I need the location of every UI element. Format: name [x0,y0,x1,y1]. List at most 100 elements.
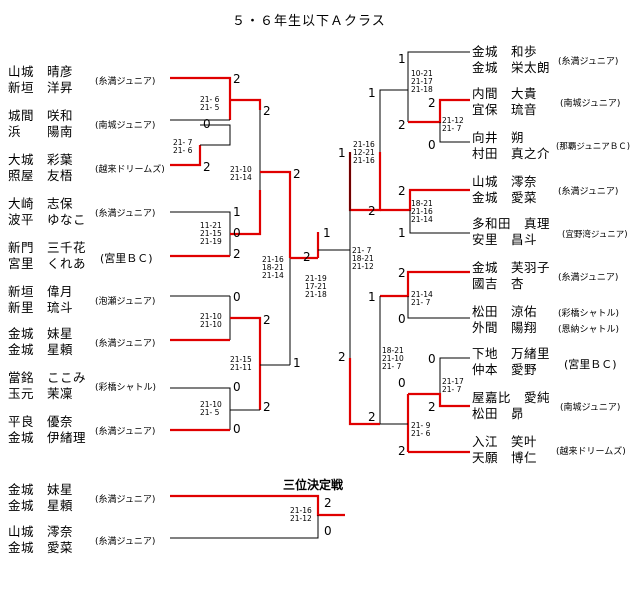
club-name: (宮里ＢＣ) [100,252,153,265]
match-score: 21- 7 18-21 21-12 [352,246,374,271]
match-result: 0 [233,290,241,304]
match-score: 21- 9 21- 6 [411,421,431,438]
player-name: 向井 朔 [472,130,525,145]
player-name: 國吉 杏 [472,276,525,291]
club-name: (南城ジュニア) [560,403,621,413]
match-result: 2 [263,400,271,414]
match-result: 2 [368,204,376,218]
match-result: 2 [368,410,376,424]
bracket-line [348,358,380,426]
match-result: 2 [233,72,241,86]
player-name: 玉元 茉凜 [8,386,74,401]
player-name: 金城 栄太朗 [472,60,551,75]
player-name: 安里 昌斗 [472,232,538,247]
match-result: 1 [368,86,376,100]
player-name: 多和田 真理 [472,216,551,231]
match-score: 21- 6 21- 5 [200,95,220,112]
player-name: 金城 妹星 [8,482,74,497]
club-name: (糸満ジュニア) [95,537,156,547]
player-name: 外間 陽翔 [472,320,538,335]
match-result: 2 [263,313,271,327]
match-result: 2 [303,250,311,264]
match-score: 11-21 21-15 21-19 [200,221,222,246]
club-name: (糸満ジュニア) [95,495,156,505]
player-name: 城間 咲和 [8,108,74,123]
bracket-line [230,190,262,236]
match-result: 2 [338,350,346,364]
player-name: 山城 澪奈 [8,524,74,539]
player-name: 下地 万緒里 [472,346,551,361]
bracket-line [408,98,470,124]
player-name: 天願 博仁 [472,450,538,465]
player-name: 山城 晴彦 [8,64,74,79]
player-name: 金城 伊緒理 [8,430,87,445]
third-place-label: 三位決定戦 [283,478,344,492]
match-result: 0 [398,312,406,326]
match-result: 0 [233,380,241,394]
match-result: 1 [368,290,376,304]
match-score: 21-10 21-14 [230,165,252,182]
player-name: 金城 和歩 [472,44,538,59]
bracket-line [170,145,202,167]
match-result: 2 [398,184,406,198]
third-place-line [170,494,345,517]
match-result: 2 [263,104,271,118]
match-result: 2 [324,496,332,510]
match-score: 21-16 21-12 [290,506,312,523]
match-result: 1 [323,226,331,240]
club-name: (糸満ジュニア) [95,339,156,349]
club-name: (糸満ジュニア) [95,209,156,219]
player-name: 金城 愛菜 [8,540,74,555]
player-name: 内間 大貴 [472,86,538,101]
bracket-line [409,210,470,234]
player-name: 大崎 志保 [8,196,74,211]
club-name: (糸満ジュニア) [95,427,156,437]
match-score: 10-21 21-17 21-18 [411,69,433,94]
match-result: 0 [233,226,241,240]
match-result: 0 [203,117,211,131]
match-score: 21-10 21-10 [200,312,222,329]
club-name: (南城ジュニア) [95,121,156,131]
player-name: 平良 優奈 [8,414,74,429]
bracket-line [380,188,470,212]
match-result: 1 [293,356,301,370]
player-name: 宜保 琉音 [472,102,538,117]
match-score: 21- 7 21- 6 [173,138,193,155]
player-name: 照屋 友梧 [8,168,74,183]
match-result: 1 [233,205,241,219]
match-result: 1 [398,52,406,66]
player-name: 村田 真之介 [472,146,551,161]
bracket-line [170,387,231,430]
third-place-line [170,515,319,539]
player-name: 新垣 洋昇 [8,80,74,95]
club-name: (糸満ジュニア) [558,187,619,197]
player-name: 金城 芙羽子 [472,260,551,275]
player-name: 金城 妹星 [8,326,74,341]
match-result: 0 [428,138,436,152]
match-result: 1 [338,146,346,160]
match-score: 21-14 21- 7 [411,290,433,307]
club-name: (越来ドリームズ) [95,165,165,175]
player-name: 新里 琉斗 [8,300,74,315]
player-name: 松田 涼佑 [472,304,538,319]
page-title: ５・６年生以下Ａクラス [232,14,386,29]
match-score: 21-15 21-11 [230,355,252,372]
match-result: 0 [324,524,332,538]
bracket-line [230,98,262,110]
match-score: 21-10 21- 5 [200,400,222,417]
club-name: (彩橋シャトル) [558,309,620,319]
match-result: 2 [428,400,436,414]
bracket-line [407,296,470,319]
player-name: 仲本 愛野 [472,362,538,377]
bracket-line [200,124,231,146]
match-score: 21-16 18-21 21-14 [262,255,284,280]
match-score: 21-16 12-21 21-16 [353,140,375,165]
match-score: 18-21 21-16 21-14 [411,199,433,224]
player-name: 金城 愛菜 [472,190,538,205]
player-name: 金城 星頼 [8,342,74,357]
bracket-line [408,392,470,408]
player-name: 松田 昴 [472,406,525,421]
match-result: 2 [428,96,436,110]
bracket-line [170,211,231,256]
player-name: 大城 彩葉 [8,152,74,167]
